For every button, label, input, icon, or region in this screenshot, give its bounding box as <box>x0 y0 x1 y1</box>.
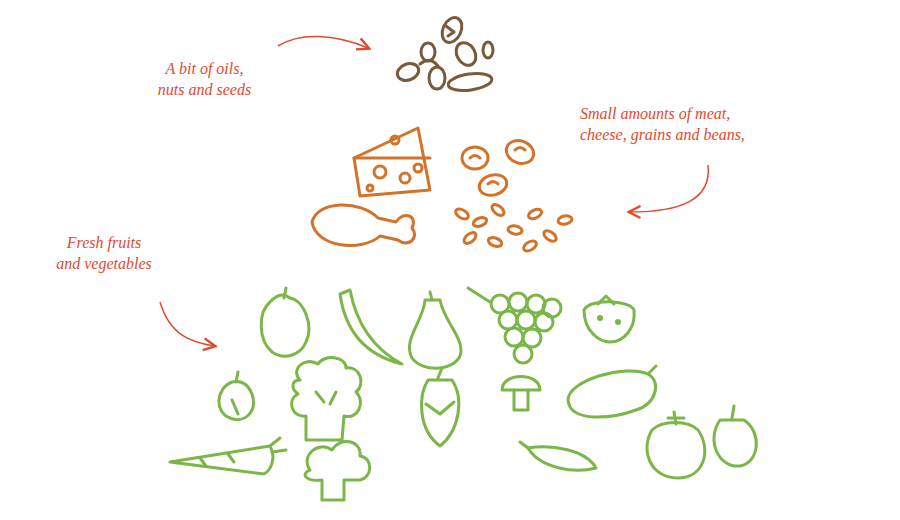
callout-text: Fresh fruits and vegetables <box>50 232 158 274</box>
callout-text: Small amounts of meat, cheese, grains an… <box>580 103 778 145</box>
callout-text: A bit of oils, nuts and seeds <box>150 58 259 100</box>
